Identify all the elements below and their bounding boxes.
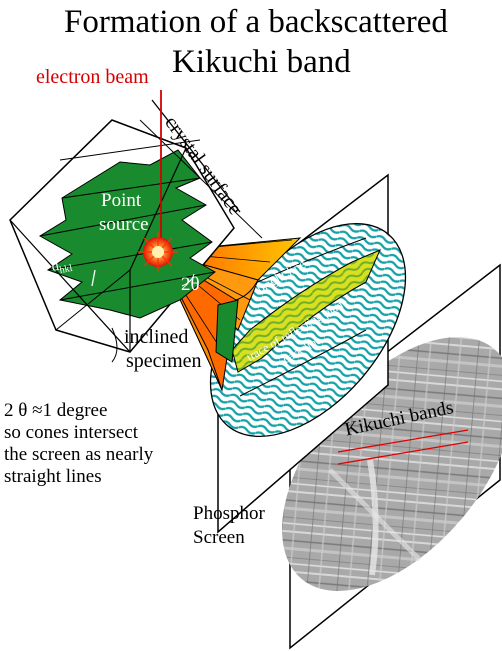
phosphor-screen-label-1: Phosphor — [193, 503, 265, 524]
inclined-specimen-label-2: specimen — [126, 350, 202, 372]
note-line-1: 2 θ ≈1 degree — [4, 400, 108, 421]
crystal-specimen — [9, 119, 235, 363]
title-line-1: Formation of a backscattered — [64, 4, 448, 40]
kikuchi-band-line-1 — [337, 429, 469, 453]
point-source-label-1: Point — [101, 190, 142, 211]
crystal-surface-line — [151, 99, 241, 213]
electron-beam-label: electron beam — [36, 66, 149, 88]
kikuchi-band-line-2 — [337, 441, 469, 465]
point-source-marker — [138, 232, 178, 272]
note-line-4: straight lines — [4, 466, 102, 487]
two-theta-label: 2θ — [181, 274, 200, 295]
title-line-2: Kikuchi band — [172, 44, 351, 80]
note-line-2: so cones intersect — [4, 422, 139, 443]
kikuchi-pattern-screen — [282, 263, 502, 650]
phosphor-screen-label-2: Screen — [193, 527, 245, 548]
point-source-label-2: source — [99, 214, 149, 235]
note-line-3: the screen as nearly — [4, 444, 154, 465]
inclined-specimen-label-1: inclined — [124, 326, 189, 348]
